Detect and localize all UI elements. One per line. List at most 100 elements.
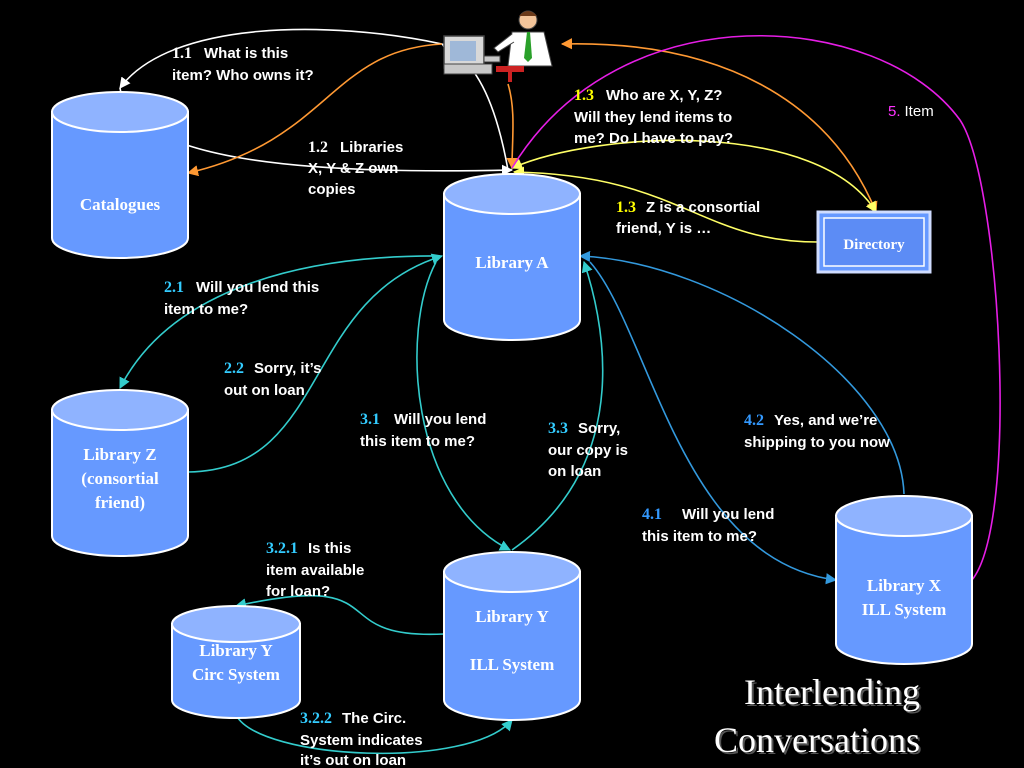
message-3-2-2: 3.2.2 The Circ. System indicates it’s out… xyxy=(300,710,423,768)
message-1-3a-line-1: Who are X, Y, Z? xyxy=(606,87,722,104)
message-1-2-number: 1.2 xyxy=(308,139,328,156)
message-5-line-1: Item xyxy=(905,103,934,120)
message-2-1-number: 2.1 xyxy=(164,279,184,296)
message-1-3-answer: 1.3 Z is a consortial friend, Y is … xyxy=(616,199,760,237)
library-y-circ-label-2: Circ System xyxy=(192,665,280,684)
message-4-2-number: 4.2 xyxy=(744,412,764,429)
message-2-1-line-1: Will you lend this xyxy=(196,279,319,296)
message-1-2-line-2: X, Y & Z own xyxy=(308,160,398,177)
library-a-database[interactable]: Library A xyxy=(443,173,581,341)
arrow-1-2-to-catalogues xyxy=(186,43,443,177)
message-1-1-line-2: item? Who owns it? xyxy=(172,67,314,84)
library-y-circ-label-1: Library Y xyxy=(199,641,273,660)
message-3-2-1-line-3: for loan? xyxy=(266,583,330,600)
library-x-label-1: Library X xyxy=(867,576,942,595)
message-3-1-line-1: Will you lend xyxy=(394,411,486,428)
arrow-2-2-to-library-a xyxy=(187,253,444,473)
svg-text:5.Item: 5.Item xyxy=(888,103,934,120)
library-a-label: Library A xyxy=(475,253,549,272)
message-2-1: 2.1 Will you lend this item to me? xyxy=(164,279,319,318)
message-1-2-line-1: Libraries xyxy=(340,139,403,156)
arrow-4-1-to-library-x xyxy=(589,261,838,585)
svg-text:3.2.1Is this: 3.2.1Is this xyxy=(266,540,351,557)
arrow-3-1-to-library-y xyxy=(416,261,512,551)
message-1-3-question: 1.3 Who are X, Y, Z? Will they lend items… xyxy=(574,87,733,147)
arrow-5-item xyxy=(511,34,1001,581)
message-1-2-line-3: copies xyxy=(308,181,356,198)
message-3-2-2-line-1: The Circ. xyxy=(342,710,406,727)
message-1-1-line-1: What is this xyxy=(204,45,288,62)
message-1-3a-line-2: Will they lend items to xyxy=(574,109,732,126)
message-4-1-line-2: this item to me? xyxy=(642,528,757,545)
message-3-3-line-1: Sorry, xyxy=(578,420,620,437)
message-4-1-number: 4.1 xyxy=(642,506,662,523)
message-3-3-number: 3.3 xyxy=(548,420,568,437)
message-1-3b-line-1: Z is a consortial xyxy=(646,199,760,216)
message-2-1-line-2: item to me? xyxy=(164,301,248,318)
slide-title-line-2: Conversations xyxy=(714,720,920,760)
message-3-1-line-2: this item to me? xyxy=(360,433,475,450)
arrow-3-2-2-to-ill xyxy=(235,714,513,755)
message-3-1-number: 3.1 xyxy=(360,411,380,428)
user-at-computer-icon xyxy=(443,10,553,82)
message-1-1-number: 1.1 xyxy=(172,45,192,62)
message-1-3a-line-3: me? Do I have to pay? xyxy=(574,130,733,147)
message-4-2-line-2: shipping to you now xyxy=(744,434,890,451)
directory-label: Directory xyxy=(843,237,905,253)
arrow-1-3-directory-to-library-a xyxy=(512,166,819,243)
message-1-1: 1.1 What is this item? Who owns it? xyxy=(172,45,314,84)
library-y-ill-label-1: Library Y xyxy=(475,607,549,626)
message-3-1: 3.1 Will you lend this item to me? xyxy=(360,411,486,450)
arrow-user-to-directory xyxy=(560,38,878,214)
slide-title: Interlending Conversations xyxy=(714,668,920,764)
slide-title-line-1: Interlending xyxy=(744,672,920,712)
arrow-1-3-library-a-directory xyxy=(510,139,877,213)
library-z-label-2: (consortial xyxy=(81,469,159,488)
arrow-1-1-to-catalogues xyxy=(119,28,443,89)
library-y-circ-database[interactable]: Library Y Circ System xyxy=(171,605,301,719)
message-2-2-number: 2.2 xyxy=(224,360,244,377)
message-3-3-line-2: our copy is xyxy=(548,442,628,459)
message-5-number: 5. xyxy=(888,103,901,120)
library-x-label-2: ILL System xyxy=(862,600,947,619)
arrow-4-2-to-library-a xyxy=(578,250,905,495)
message-1-3a-number: 1.3 xyxy=(574,87,594,104)
message-3-2-2-number: 3.2.2 xyxy=(300,710,332,727)
library-z-database[interactable]: Library Z (consortial friend) xyxy=(51,389,189,557)
message-4-1: 4.1 Will you lend this item to me? xyxy=(642,506,774,545)
library-x-database[interactable]: Library X ILL System xyxy=(835,495,973,665)
message-1-3b-line-2: friend, Y is … xyxy=(616,220,711,237)
message-4-1-line-1: Will you lend xyxy=(682,506,774,523)
directory-box[interactable]: Directory xyxy=(816,210,932,274)
library-y-ill-database[interactable]: Library Y ILL System xyxy=(443,551,581,721)
message-3-2-1-line-2: item available xyxy=(266,562,364,579)
message-3-2-2-line-3: it’s out on loan xyxy=(300,752,406,768)
catalogues-database[interactable]: Catalogues xyxy=(51,91,189,259)
message-3-2-2-line-2: System indicates xyxy=(300,732,423,749)
arrow-3-2-1-to-circ xyxy=(234,594,445,636)
arrow-3-3-to-library-a xyxy=(511,260,604,551)
message-3-2-1-number: 3.2.1 xyxy=(266,540,298,557)
library-y-ill-label-2: ILL System xyxy=(470,655,555,674)
arrow-user-to-library-a xyxy=(506,83,518,170)
message-2-2-line-1: Sorry, it’s xyxy=(254,360,322,377)
message-3-3-line-3: on loan xyxy=(548,463,601,480)
message-1-3b-number: 1.3 xyxy=(616,199,636,216)
message-1-2: 1.2 Libraries X, Y & Z own copies xyxy=(308,139,403,198)
message-3-3: 3.3 Sorry, our copy is on loan xyxy=(548,420,628,480)
library-z-label-1: Library Z xyxy=(83,445,156,464)
library-z-label-3: friend) xyxy=(95,493,145,512)
